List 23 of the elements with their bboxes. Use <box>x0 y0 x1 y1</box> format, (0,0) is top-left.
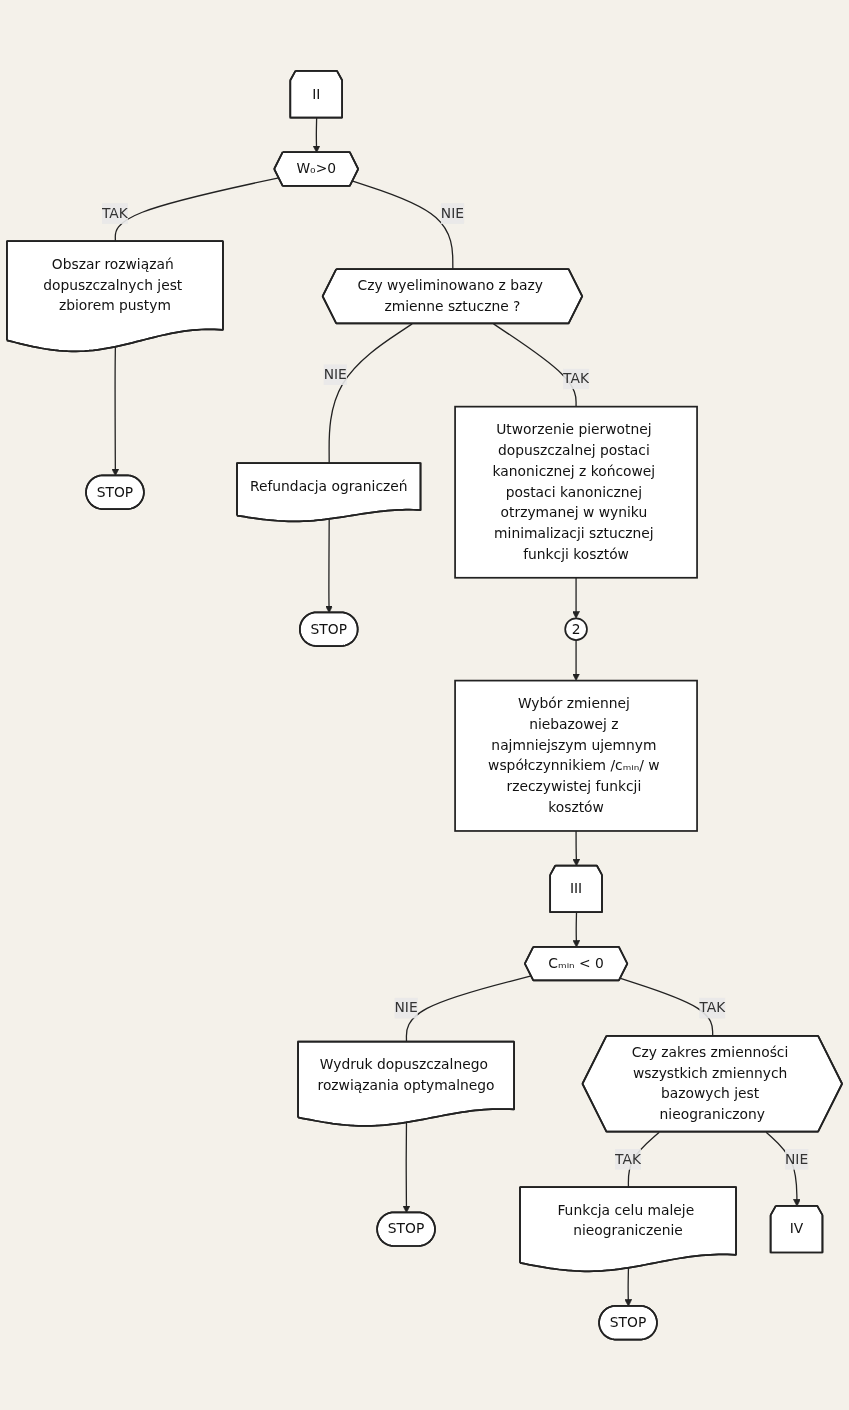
edge-label: NIE <box>394 999 418 1016</box>
arrow <box>572 830 581 867</box>
edge-label: TAK <box>563 370 590 387</box>
arrow <box>111 346 120 476</box>
arrow <box>312 117 321 153</box>
node-box: Wybór zmiennej niebazowej z najmniejszym ujemnym współczynnikiem /cₘᵢₙ/ w rzeczywistej funkcji kosztów <box>454 679 698 832</box>
edge-label: NIE <box>784 1150 809 1167</box>
arrow <box>624 1267 633 1307</box>
node-circle: 2 <box>564 617 588 641</box>
arrow <box>402 1121 411 1213</box>
edge-label: TAK <box>699 999 726 1016</box>
node-box: Utworzenie pierwotnej dopuszczalnej postaci kanonicznej z końcowej postaci kanonicznej otrzymanej w wyniku minimalizacji sztucznej funkcji kosztów <box>454 405 698 579</box>
edge-label: TAK <box>615 1150 641 1167</box>
connector <box>352 180 454 270</box>
edge-label: NIE <box>440 204 464 222</box>
arrow <box>572 576 580 619</box>
connector <box>619 977 714 1037</box>
arrow <box>572 639 580 681</box>
arrow <box>572 911 581 948</box>
connector <box>492 323 577 408</box>
edge-label: TAK <box>101 204 128 222</box>
arrow <box>325 518 333 613</box>
edge-label: NIE <box>323 365 347 383</box>
